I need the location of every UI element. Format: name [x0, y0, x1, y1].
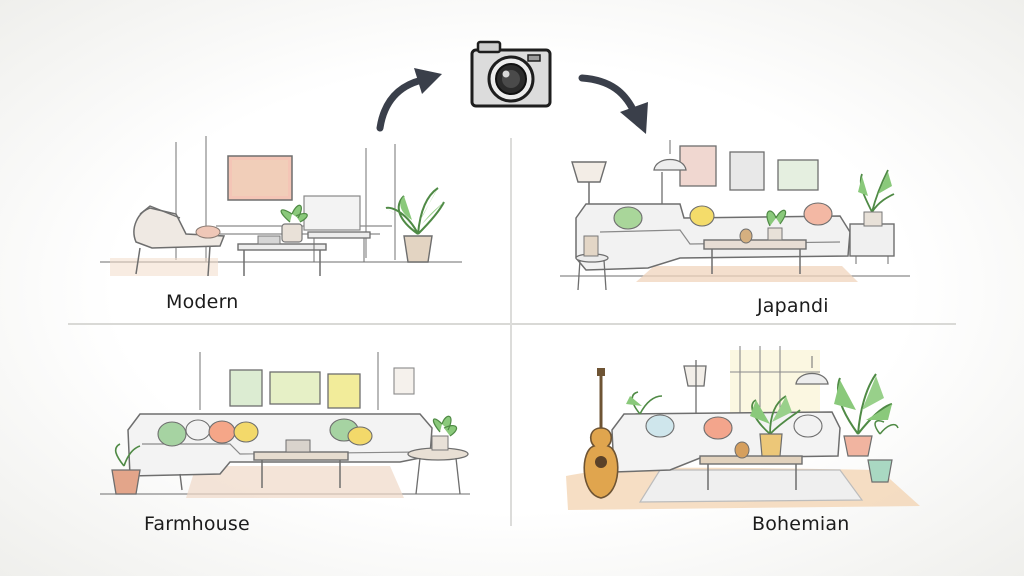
vertical-divider	[510, 138, 512, 526]
curved-arrow-up-icon	[376, 68, 442, 132]
modern-room-sketch	[100, 136, 462, 277]
style-label-japandi: Japandi	[757, 295, 829, 317]
style-label-bohemian: Bohemian	[752, 513, 850, 535]
camera-icon	[470, 40, 552, 108]
japandi-room-sketch	[560, 140, 910, 291]
curved-arrow-down-icon	[578, 74, 648, 134]
horizontal-divider	[68, 323, 956, 325]
style-label-modern: Modern	[166, 291, 239, 313]
farmhouse-room-sketch	[100, 352, 470, 498]
style-label-farmhouse: Farmhouse	[144, 513, 250, 535]
